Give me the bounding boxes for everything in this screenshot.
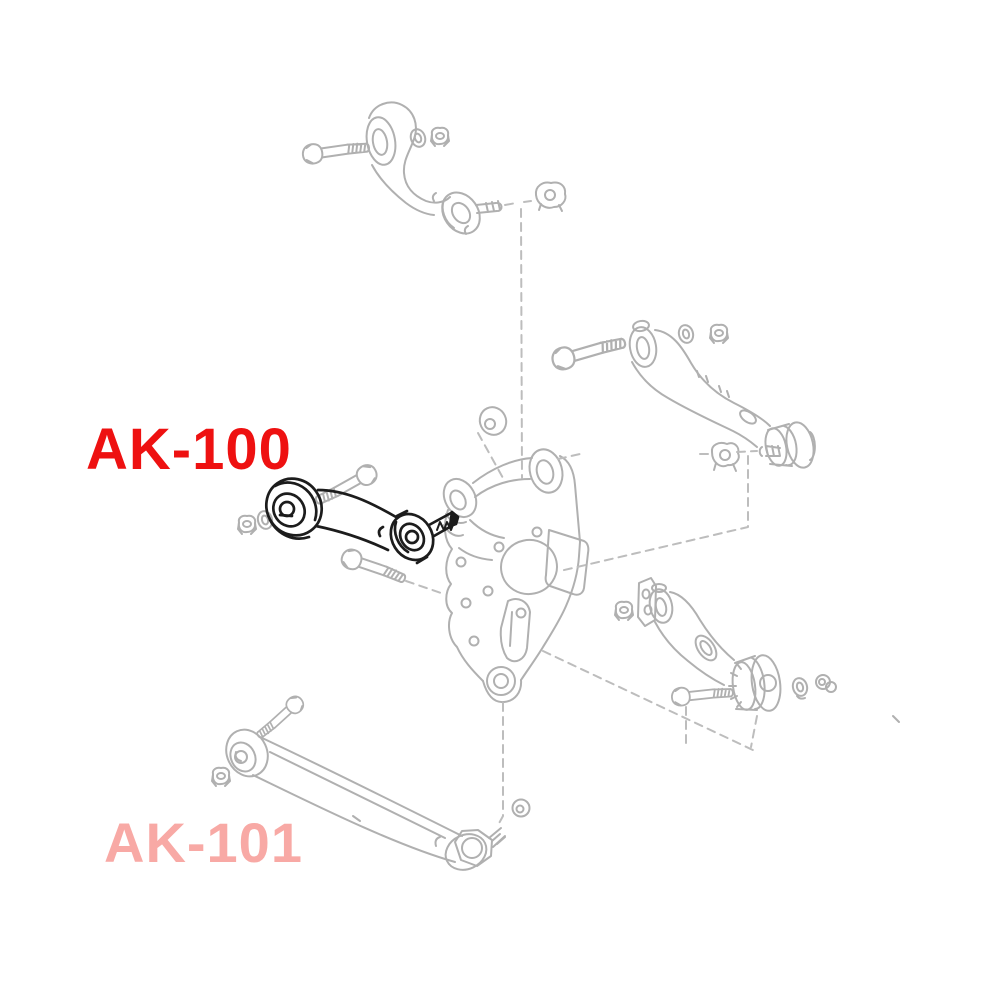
rear-upper-control-arm-assembly-drawing	[549, 319, 816, 572]
upper-control-arm-assembly-drawing	[300, 101, 567, 479]
mid-washer-drawing	[477, 406, 508, 479]
front-lateral-link-highlighted-drawing	[264, 477, 460, 565]
front-lateral-link-hardware-drawing	[237, 460, 445, 595]
trailing-rod-assembly-drawing	[211, 692, 531, 871]
rear-lower-control-arm-assembly-drawing	[542, 577, 900, 752]
part-label-ak100: AK-100	[86, 417, 292, 482]
part-label-ak101: AK-101	[104, 811, 303, 874]
rear-knuckle-drawing	[442, 448, 590, 704]
